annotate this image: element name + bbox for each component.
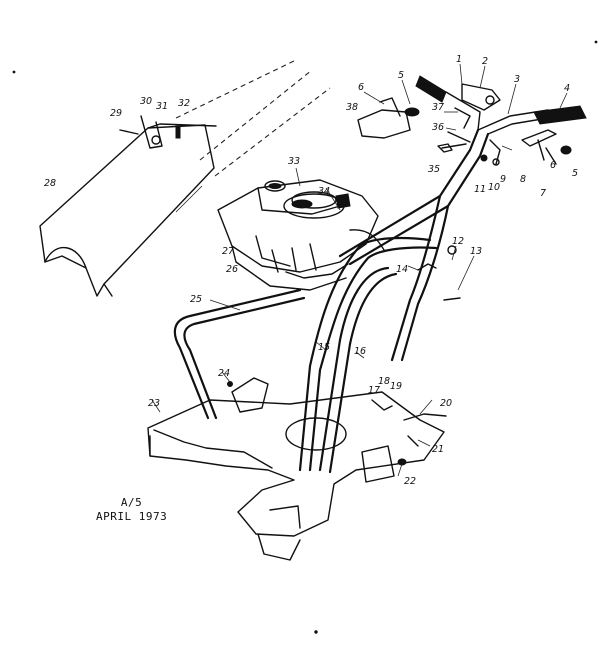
engine-part-33	[217, 179, 385, 291]
callout-35: 35	[428, 164, 440, 175]
callout-20: 20	[440, 398, 452, 409]
revision-caption: A/5 APRIL 1973	[96, 496, 167, 524]
callout-36: 36	[432, 122, 444, 133]
callout-13: 13	[470, 246, 482, 257]
callout-19: 19	[390, 381, 402, 392]
callout-23: 23	[148, 398, 160, 409]
callout-6-right: 6	[550, 160, 556, 171]
leader-lines	[151, 63, 568, 477]
callout-22: 22	[404, 476, 416, 487]
control-levers-7-11	[480, 129, 572, 166]
callout-29: 29	[110, 108, 122, 119]
callout-21: 21	[432, 444, 444, 455]
callout-34: 34	[318, 186, 330, 197]
callout-labels: 1 2 3 4 5 5 6 6 7 8 9 10 11 12 13 14 15 …	[44, 54, 578, 487]
scan-specks	[12, 40, 598, 634]
callout-10: 10	[488, 182, 500, 193]
dashed-guide-lines	[175, 59, 331, 177]
callout-12: 12	[452, 236, 464, 247]
callout-11: 11	[474, 184, 486, 195]
callout-24: 24	[218, 368, 230, 379]
callout-26: 26	[226, 264, 238, 275]
callout-33: 33	[288, 156, 300, 167]
callout-37: 37	[432, 102, 444, 113]
callout-18: 18	[378, 376, 390, 387]
callout-16: 16	[354, 346, 366, 357]
callout-32: 32	[178, 98, 190, 109]
callout-38: 38	[346, 102, 358, 113]
callout-8: 8	[520, 174, 526, 185]
callout-28: 28	[44, 178, 56, 189]
callout-30: 30	[140, 96, 152, 107]
callout-15: 15	[318, 342, 330, 353]
callout-3: 3	[514, 74, 520, 85]
callout-6-left: 6	[358, 82, 364, 93]
callout-27: 27	[222, 246, 234, 257]
callout-9: 9	[500, 174, 506, 185]
handle-bars-15-16	[298, 194, 450, 474]
callout-7: 7	[540, 188, 546, 199]
callout-2: 2	[482, 56, 488, 67]
callout-4: 4	[564, 83, 570, 94]
callout-31: 31	[156, 101, 168, 112]
deck-base	[147, 377, 445, 561]
callout-1: 1	[456, 54, 462, 65]
caption-code: A/5	[120, 496, 143, 509]
callout-17: 17	[368, 385, 380, 396]
handle-upper-assembly	[338, 75, 587, 266]
shield-hardware-29-32	[119, 115, 181, 149]
callout-5-right: 5	[572, 168, 578, 179]
shield-part-28	[39, 123, 217, 297]
callout-14: 14	[396, 264, 408, 275]
frame-bar-25	[173, 288, 306, 420]
caption-date: APRIL 1973	[96, 510, 168, 523]
callout-5-upper: 5	[398, 70, 404, 81]
callout-25: 25	[190, 294, 202, 305]
control-bracket-38	[357, 97, 420, 139]
